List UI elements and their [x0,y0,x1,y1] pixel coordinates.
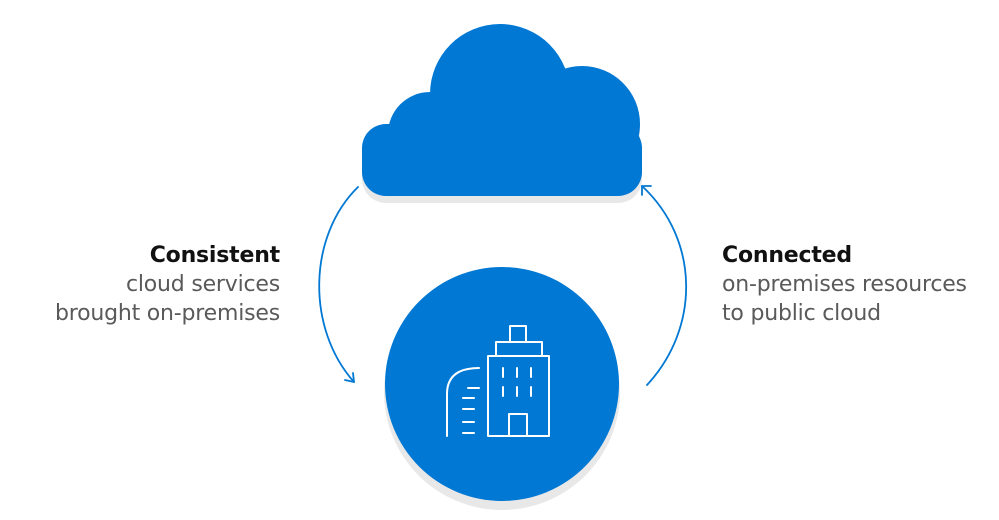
arrow-cloud-to-on-premises [318,186,359,383]
cloud-icon [362,24,642,203]
consistent-heading: Consistent [149,243,280,268]
connected-line-1: on-premises resources [722,272,967,297]
connected-line-2: to public cloud [722,301,881,326]
consistent-line-1: cloud services [125,272,280,297]
consistent-line-2: brought on-premises [54,301,280,326]
connected-label: Connected on-premises resources to publi… [722,241,967,328]
connected-heading: Connected [722,243,852,268]
consistent-label: Consistent cloud services brought on-pre… [55,241,280,328]
building-icon [446,325,550,437]
arrow-on-premises-to-cloud [641,185,688,386]
